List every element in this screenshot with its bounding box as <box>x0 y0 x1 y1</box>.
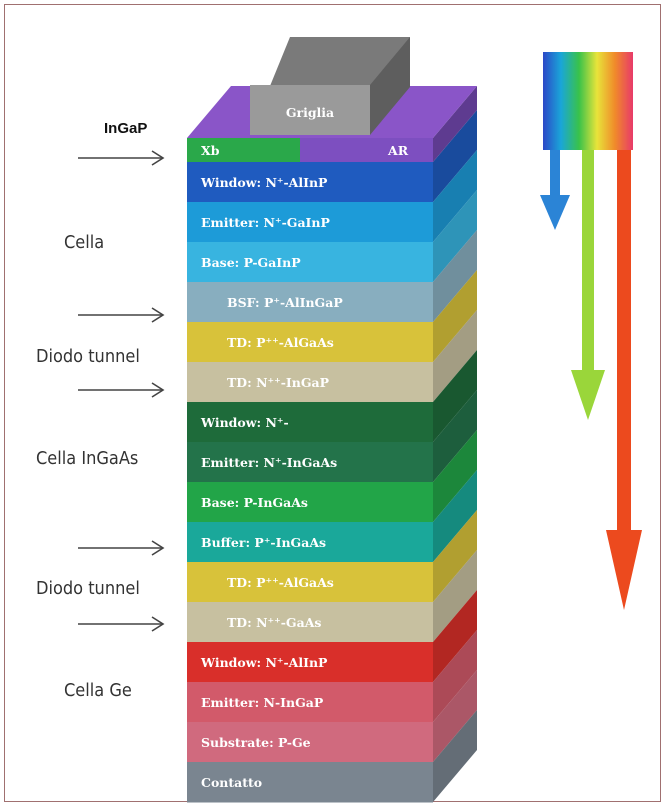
arrow-to-ge <box>78 616 165 632</box>
input-arrows <box>78 150 165 632</box>
layer-side-8 <box>433 430 477 522</box>
layer-label-14: Substrate: P-Ge <box>201 735 311 750</box>
layer-side-9 <box>433 470 477 562</box>
layer-side-13 <box>433 630 477 722</box>
layer-4 <box>187 322 433 363</box>
layer-15 <box>187 762 433 803</box>
layer-side-14 <box>433 670 477 762</box>
layer-label-11: TD: N⁺⁺-GaAs <box>227 615 321 630</box>
label-diodo-tunnel-2: Diodo tunnel <box>36 578 140 599</box>
ar-region <box>300 138 433 162</box>
layer-label-13: Emitter: N-InGaP <box>201 695 324 710</box>
layer-5 <box>187 362 433 403</box>
spectrum-bar <box>543 52 633 150</box>
green-arrow <box>571 150 605 420</box>
layer-label-12: Window: N⁺-AlInP <box>200 655 328 670</box>
layer-side-5 <box>433 310 477 402</box>
layer-10 <box>187 562 433 603</box>
layer-side-1 <box>433 150 477 242</box>
griglia-label: Griglia <box>286 105 334 120</box>
layer-7 <box>187 442 433 483</box>
label-cella: Cella <box>64 232 105 253</box>
layers-group: Window: N⁺-AlInP Emitter: N⁺-GaInP Base: P… <box>187 110 477 803</box>
layer-12 <box>187 642 433 683</box>
arrow-to-tunnel-2 <box>78 540 165 556</box>
orange-arrow <box>606 150 642 610</box>
layer-8 <box>187 482 433 523</box>
label-cella-ingaas: Cella InGaAs <box>36 448 139 469</box>
layer-label-0: Window: N⁺-AlInP <box>200 175 328 190</box>
layer-3 <box>187 282 433 323</box>
layer-side-6 <box>433 350 477 442</box>
layer-label-3: BSF: P⁺-AlInGaP <box>227 295 343 310</box>
label-diodo-tunnel-1: Diodo tunnel <box>36 346 140 367</box>
layer-9 <box>187 522 433 563</box>
layer-side-12 <box>433 590 477 682</box>
layer-label-9: Buffer: P⁺-InGaAs <box>201 535 326 550</box>
xb-label: Xb <box>201 143 220 158</box>
arrow-to-ingaas <box>78 382 165 398</box>
label-cella-ge: Cella Ge <box>64 680 132 701</box>
layer-label-10: TD: P⁺⁺-AlGaAs <box>227 575 334 590</box>
layer-label-5: TD: N⁺⁺-InGaP <box>227 375 330 390</box>
layer-13 <box>187 682 433 723</box>
layer-6 <box>187 402 433 443</box>
layer-label-8: Base: P-InGaAs <box>201 495 308 510</box>
layer-side-11 <box>433 550 477 642</box>
layer-label-7: Emitter: N⁺-InGaAs <box>201 455 337 470</box>
griglia-side <box>370 37 410 135</box>
top-layer-side <box>433 86 477 162</box>
layer-2 <box>187 242 433 283</box>
ingap-label: InGaP <box>104 120 148 137</box>
ar-label: AR <box>387 143 409 158</box>
layer-side-2 <box>433 190 477 282</box>
layer-side-3 <box>433 230 477 322</box>
layer-0 <box>187 162 433 203</box>
xb-region <box>187 138 300 162</box>
blue-arrow <box>540 150 570 230</box>
griglia-block <box>250 85 370 135</box>
top-structure: Xb AR Griglia <box>187 37 477 162</box>
layer-label-4: TD: P⁺⁺-AlGaAs <box>227 335 334 350</box>
arrow-to-tunnel-1 <box>78 307 165 323</box>
spectrum-arrows <box>540 52 642 610</box>
layer-label-1: Emitter: N⁺-GaInP <box>201 215 330 230</box>
layer-label-6: Window: N⁺- <box>200 415 289 430</box>
layer-side-15 <box>433 710 477 802</box>
layer-side-0 <box>433 110 477 202</box>
layer-1 <box>187 202 433 243</box>
layer-side-10 <box>433 510 477 602</box>
layer-side-4 <box>433 270 477 362</box>
layer-14 <box>187 722 433 763</box>
layer-label-15: Contatto <box>201 775 262 790</box>
arrow-to-cella <box>78 150 165 166</box>
layer-side-7 <box>433 390 477 482</box>
layer-11 <box>187 602 433 643</box>
layer-label-2: Base: P-GaInP <box>201 255 301 270</box>
